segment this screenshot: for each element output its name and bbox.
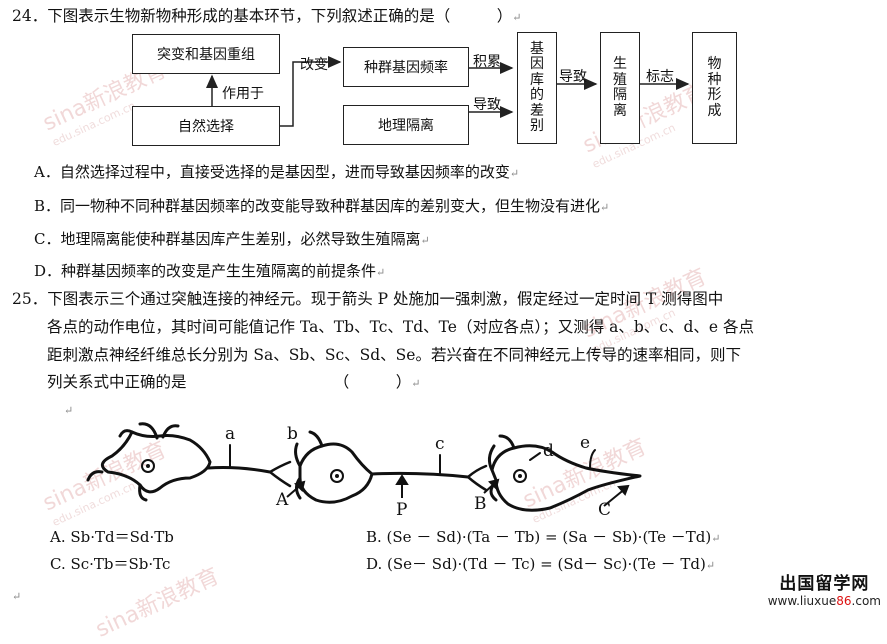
- q25-option-a[interactable]: A. Sb·Td＝Sd·Tb: [50, 528, 174, 546]
- neuron-2-body: [298, 442, 374, 504]
- box-species-formation: 物种形成: [692, 32, 737, 144]
- label-lead-to-isolation: 导致: [559, 69, 587, 85]
- box-gene-frequency: 种群基因频率: [343, 47, 469, 87]
- q24-option-a[interactable]: A．自然选择过程中，直接受选择的是基因型，进而导致基因频率的改变↵: [34, 163, 520, 181]
- point-d-label: d: [543, 441, 554, 461]
- q25-stem-line-4: 列关系式中正确的是 （ ）↵: [47, 373, 421, 391]
- q25-option-b[interactable]: B. (Se － Sd)·(Ta － Tb) = (Sa － Sb)·(Te －…: [366, 528, 721, 546]
- neuron-1-body: [100, 430, 212, 494]
- logo-name: 出国留学网: [779, 574, 870, 594]
- neuron-2-axon: [370, 471, 470, 479]
- synapse-b-label: B: [474, 494, 487, 514]
- point-e-label: e: [580, 433, 591, 453]
- box-natural-selection: 自然选择: [132, 106, 280, 146]
- label-mark: 标志: [646, 69, 674, 85]
- q25-stem-line-1: 25．下图表示三个通过突触连接的神经元。现于箭头 P 处施加一强刺激，假定经过一…: [12, 290, 724, 308]
- box-gene-pool-difference: 基因库的差别: [517, 32, 557, 144]
- label-change: 改变: [300, 57, 328, 73]
- box-geographic-isolation: 地理隔离: [343, 105, 469, 145]
- q24-option-b[interactable]: B．同一物种不同种群基因频率的改变能导致种群基因库的差别变大，但生物没有进化↵: [34, 197, 610, 215]
- q24-option-d[interactable]: D．种群基因频率的改变是产生生殖隔离的前提条件↵: [34, 262, 386, 280]
- label-acts-on: 作用于: [222, 86, 264, 102]
- q25-stem-line-3: 距刺激点神经纤维总长分别为 Sa、Sb、Sc、Sd、Se。若兴奋在不同神经元上传…: [47, 346, 741, 364]
- box-mutation-recombination: 突变和基因重组: [132, 34, 280, 74]
- q25-neuron-diagram: [86, 422, 642, 512]
- q24-option-c[interactable]: C．地理隔离能使种群基因库产生差别，必然导致生殖隔离↵: [34, 230, 430, 248]
- point-b-label: b: [287, 424, 298, 444]
- label-accumulate: 积累: [473, 54, 501, 70]
- neuron-3-body: [490, 444, 642, 512]
- q25-option-c[interactable]: C. Sc·Tb＝Sb·Tc: [50, 555, 171, 573]
- stimulus-p-label: P: [396, 500, 408, 520]
- box-reproductive-isolation: 生殖隔离: [600, 32, 640, 144]
- label-lead-to-gene-pool: 导致: [473, 97, 501, 113]
- point-c-label: c: [435, 434, 445, 454]
- logo-url: www.liuxue86.com: [767, 594, 881, 608]
- paragraph-mark: ↵: [12, 590, 22, 603]
- paragraph-mark: ↵: [64, 404, 74, 417]
- q24-diagram-lines: [206, 56, 690, 127]
- neuron-1-axon: [206, 466, 272, 474]
- q25-option-d[interactable]: D. (Se－ Sd)·(Td － Tc) = (Sd－ Sc)·(Te － T…: [366, 555, 716, 573]
- synapse-a-label: A: [276, 490, 289, 510]
- point-c-arrow-label: C: [598, 500, 612, 520]
- site-logo: 出国留学网 www.liuxue86.com: [768, 569, 881, 608]
- point-a-label: a: [225, 424, 236, 444]
- q25-stem-line-2: 各点的动作电位，其时间可能值记作 Ta、Tb、Tc、Td、Te（对应各点）；又测…: [47, 318, 754, 336]
- q24-stem: 24．下图表示生物新物种形成的基本环节，下列叙述正确的是（ ）↵: [12, 7, 522, 25]
